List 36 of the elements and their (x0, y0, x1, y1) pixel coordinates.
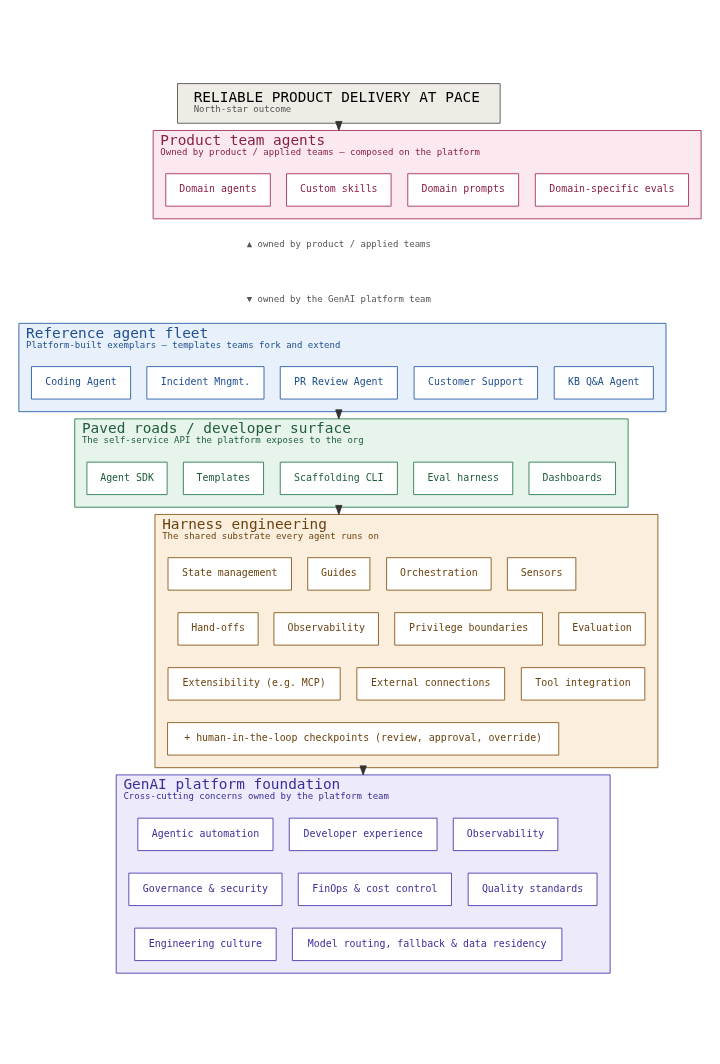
node-box: Hand-offs (177, 612, 259, 646)
node-box: Eval harness (413, 461, 514, 496)
node-box: FinOps & cost control (297, 872, 452, 907)
node-box: Scaffolding CLI (279, 461, 398, 496)
node-box: Engineering culture (134, 927, 277, 962)
node-box: Customer Support (413, 366, 538, 400)
node-box: PR Review Agent (279, 366, 398, 400)
node-box: Tool integration (520, 667, 646, 701)
node-box: Observability (452, 817, 559, 852)
node-box: State management (167, 557, 292, 591)
node-box: Observability (273, 612, 379, 646)
node-box: Evaluation (558, 612, 646, 646)
node-box: Privilege boundaries (394, 612, 543, 646)
node-box: External connections (356, 667, 506, 701)
node-box: Custom skills (286, 173, 392, 207)
node-box: KB Q&A Agent (553, 366, 654, 400)
node-box: Guides (307, 557, 371, 591)
node-box: Orchestration (386, 557, 492, 591)
node-box: Extensibility (e.g. MCP) (167, 667, 341, 701)
label: ▼ owned by the GenAI platform team (246, 294, 431, 305)
node-box: Incident Mngmt. (146, 366, 265, 400)
node-box: Coding Agent (31, 366, 132, 400)
node-box: Agent SDK (86, 461, 168, 496)
node-box: Developer experience (288, 817, 438, 852)
node-box: + human-in-the-loop checkpoints (review, approval, override) (167, 722, 560, 756)
node-box: Model routing, fallback & data residency (291, 927, 563, 962)
node-box: Domain-specific evals (534, 173, 689, 207)
node-box: Domain prompts (407, 173, 520, 207)
node-box: Quality standards (467, 872, 598, 907)
label: ▲ owned by product / applied teams (246, 239, 431, 250)
node-box: Domain agents (165, 173, 271, 207)
node-box: Sensors (506, 557, 577, 591)
node-box: Governance & security (128, 872, 283, 907)
node-box: Agentic automation (137, 817, 274, 852)
node-box: Dashboards (528, 461, 616, 496)
node-box: Templates (182, 461, 264, 496)
